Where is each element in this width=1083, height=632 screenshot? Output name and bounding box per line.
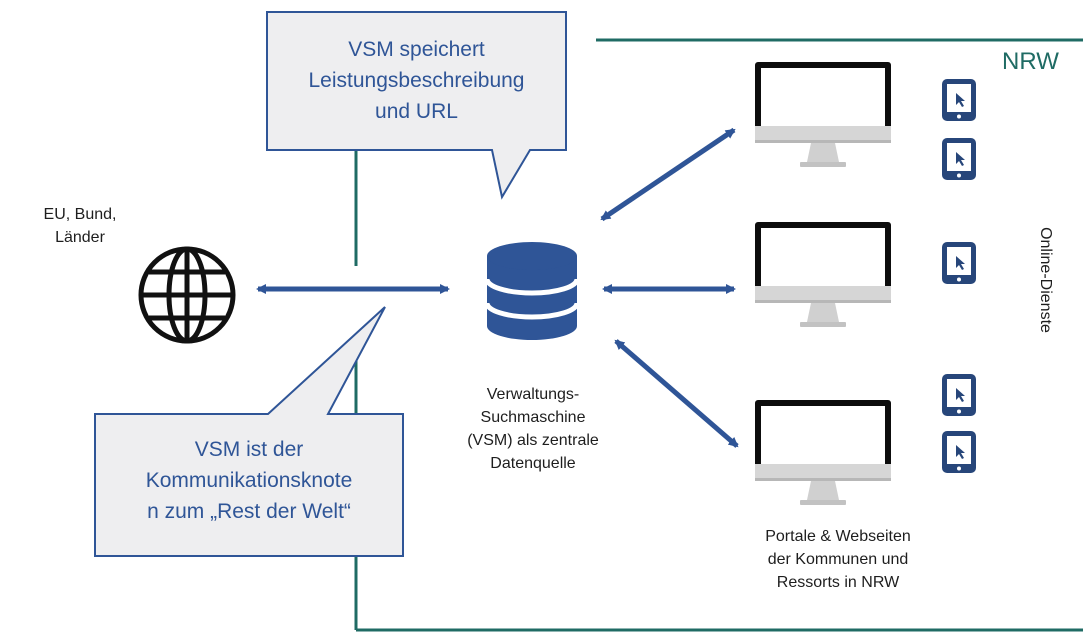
arrow-vsm-monitor-1	[600, 127, 736, 222]
central-label: Verwaltungs- Suchmaschine (VSM) als zent…	[440, 383, 626, 475]
tablet-icon-4	[942, 374, 976, 416]
callout-top-text: VSM speichert Leistungsbeschreibung und …	[267, 34, 566, 127]
callout-top-line: und URL	[375, 100, 458, 123]
callout-top-line: VSM speichert	[348, 38, 485, 61]
tablet-icon-2	[942, 138, 976, 180]
portals-label: Portale & Webseiten der Kommunen und Res…	[728, 525, 948, 594]
external-label-line: Länder	[55, 229, 105, 246]
region-label: NRW	[1002, 48, 1059, 75]
central-label-line: (VSM) als zentrale	[467, 432, 599, 449]
monitor-icon-2	[755, 222, 891, 327]
callout-top-bubble	[266, 11, 567, 200]
callout-bottom-line: VSM ist der	[194, 438, 304, 461]
tablet-icon-1	[942, 79, 976, 121]
portals-label-line: Ressorts in NRW	[776, 574, 900, 591]
nrw-region-frame	[354, 38, 1083, 632]
callout-bottom-bubble	[94, 306, 404, 557]
callout-bottom-line: n zum „Rest der Welt“	[147, 500, 351, 523]
external-label-line: EU, Bund,	[43, 206, 117, 223]
database-icon	[484, 242, 580, 340]
central-label-line: Verwaltungs-	[486, 386, 580, 403]
portals-label-line: der Kommunen und	[767, 551, 909, 568]
tablet-icon-5	[942, 431, 976, 473]
portals-label-line: Portale & Webseiten	[765, 528, 911, 545]
arrow-vsm-monitor-3	[614, 339, 739, 448]
globe-icon	[138, 246, 236, 344]
monitor-icon-3	[755, 400, 891, 505]
central-label-line: Datenquelle	[490, 455, 576, 472]
callout-bottom-text: VSM ist der Kommunikationsknote n zum „R…	[95, 434, 403, 527]
monitor-icon-1	[755, 62, 891, 167]
callout-bottom-line: Kommunikationsknote	[145, 469, 353, 492]
callout-top-line: Leistungsbeschreibung	[308, 69, 525, 92]
central-label-line: Suchmaschine	[480, 409, 586, 426]
online-services-label: Online-Dienste	[1037, 227, 1054, 333]
external-label: EU, Bund, Länder	[20, 203, 140, 249]
tablet-icon-3	[942, 242, 976, 284]
